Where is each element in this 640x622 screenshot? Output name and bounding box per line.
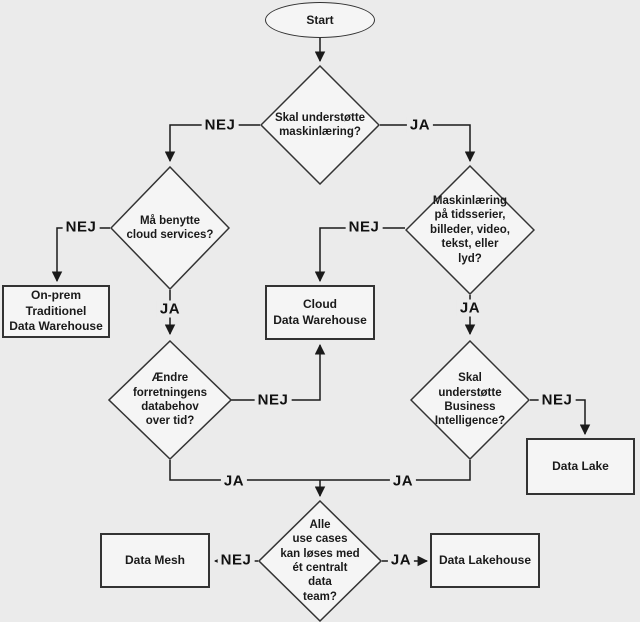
edge-label-cloud-yes: JA — [156, 300, 184, 318]
edge-label-cloud-no: NEJ — [62, 218, 100, 236]
edge-label-mltypes-yes: JA — [456, 299, 484, 317]
decision-cloud-services-label: Må benytte cloud services? — [126, 214, 214, 241]
edge-label-central-yes: JA — [387, 551, 415, 569]
diamond-shape-icon — [260, 65, 380, 185]
box-onprem-dw: On-prem Traditionel Data Warehouse — [2, 285, 110, 338]
decision-bi-label: Skal understøtte Business Intelligence? — [434, 372, 506, 428]
decision-data-needs-change-label: Ændre forretningens databehov over tid? — [132, 372, 208, 428]
decision-bi: Skal understøtte Business Intelligence? — [410, 340, 530, 460]
edge-label-ml-no: NEJ — [201, 116, 239, 134]
decision-ml: Skal understøtte maskinlæring? — [260, 65, 380, 185]
edge-change-yes — [169, 460, 320, 481]
decision-ml-data-types-label: Maskinlæring på tidsserier, billeder, vi… — [430, 195, 510, 265]
box-cloud-dw: Cloud Data Warehouse — [265, 285, 375, 340]
decision-central-team-label: Alle use cases kan løses med ét centralt… — [280, 518, 360, 603]
box-onprem-dw-label: On-prem Traditionel Data Warehouse — [9, 288, 103, 334]
edge-bi-yes — [320, 460, 471, 481]
box-data-lake: Data Lake — [526, 438, 635, 495]
edge-mltypes-no — [314, 227, 405, 283]
diamond-shape-icon — [258, 500, 382, 622]
start-node: Start — [265, 2, 375, 38]
edge-label-mltypes-no: NEJ — [345, 218, 383, 236]
decision-cloud-services: Må benytte cloud services? — [110, 166, 230, 290]
edge-label-central-no: NEJ — [217, 551, 255, 569]
edge-label-change-yes: JA — [220, 472, 248, 490]
box-data-mesh: Data Mesh — [100, 533, 210, 588]
decision-data-needs-change: Ændre forretningens databehov over tid? — [108, 340, 232, 460]
edge-label-bi-no: NEJ — [538, 391, 576, 409]
box-cloud-dw-label: Cloud Data Warehouse — [273, 296, 367, 327]
box-data-lakehouse: Data Lakehouse — [430, 533, 540, 588]
box-data-mesh-label: Data Mesh — [124, 552, 186, 567]
edge-cloud-no — [51, 227, 110, 283]
start-label: Start — [306, 13, 334, 27]
box-data-lake-label: Data Lake — [552, 458, 609, 473]
diamond-shape-icon — [108, 340, 232, 460]
decision-ml-label: Skal understøtte maskinlæring? — [274, 111, 366, 138]
diamond-shape-icon — [110, 166, 230, 290]
edge-label-ml-yes: JA — [406, 116, 434, 134]
decision-central-team: Alle use cases kan løses med ét centralt… — [258, 500, 382, 622]
diamond-shape-icon — [410, 340, 530, 460]
box-data-lakehouse-label: Data Lakehouse — [438, 552, 532, 567]
decision-ml-data-types: Maskinlæring på tidsserier, billeder, vi… — [405, 165, 535, 295]
edge-label-bi-yes: JA — [389, 472, 417, 490]
diamond-shape-icon — [405, 165, 535, 295]
edge-label-change-no: NEJ — [254, 391, 292, 409]
